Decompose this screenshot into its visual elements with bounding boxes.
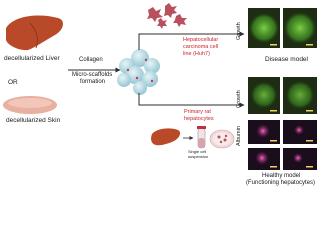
- small-liver-icon: [151, 128, 181, 146]
- skin-label: decellularized Skin: [6, 117, 61, 124]
- tube-icon: [197, 126, 206, 149]
- cell-line-label-1: Hepatocellular: [183, 37, 219, 43]
- albumin-image-2: [283, 120, 317, 144]
- petri-dish-icon: [209, 129, 235, 149]
- single-cell-label-1: Single cell: [188, 149, 207, 154]
- cell-line-label-2: carcinoma cell: [183, 44, 219, 50]
- albumin-image-4: [283, 148, 317, 170]
- healthy-model-label-2: (Functioning hepatocytes): [246, 180, 316, 186]
- albumin-image-1: [248, 120, 280, 144]
- growth-mid-label: Growth: [236, 90, 242, 108]
- primary-label-2: hepatocytes: [184, 116, 214, 122]
- albumin-image-3: [248, 148, 280, 170]
- disease-model-label: Disease model: [265, 56, 308, 63]
- healthy-model-label-1: Healthy model: [262, 173, 301, 179]
- growth-top-label: Growth: [236, 22, 242, 40]
- liver-label: decellularized Liver: [4, 55, 60, 62]
- process-label-line3: formation: [80, 79, 106, 85]
- single-cell-label-2: suspension: [188, 154, 209, 159]
- albumin-label: Albumin: [236, 126, 242, 146]
- or-label: OR: [8, 79, 18, 86]
- disease-growth-image-1: [248, 8, 280, 48]
- arrow-to-healthy: [138, 93, 245, 108]
- huh7-cells-icon: [147, 3, 187, 29]
- cell-line-label-3: line (Huh7): [183, 51, 210, 57]
- healthy-growth-image-1: [248, 77, 280, 114]
- disease-growth-image-2: [283, 8, 317, 48]
- micro-scaffold-icon: [117, 49, 160, 95]
- arrow-to-disease: [138, 31, 245, 50]
- primary-label-1: Primary rat: [184, 109, 211, 115]
- process-label-line2: Micro-scaffolds: [72, 72, 113, 78]
- liver-icon: [6, 15, 64, 51]
- healthy-growth-image-2: [283, 77, 317, 114]
- diagram-canvas: [3, 3, 317, 170]
- process-label-line1: Collagen: [79, 57, 103, 63]
